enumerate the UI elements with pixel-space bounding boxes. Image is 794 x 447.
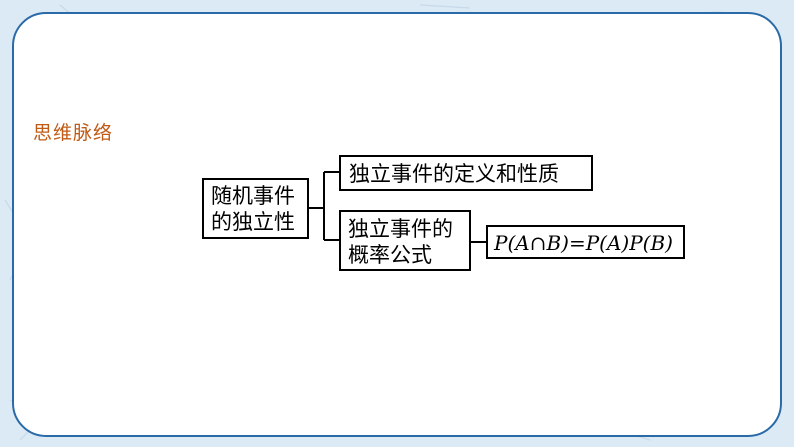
root-concept-box: 随机事件 的独立性 — [202, 178, 309, 239]
section-title: 思维脉络 — [33, 122, 114, 144]
probability-branch-line-1: 独立事件的 — [348, 217, 453, 241]
definition-branch-label: 独立事件的定义和性质 — [349, 162, 559, 186]
probability-formula-branch-box: 独立事件的 概率公式 — [339, 210, 471, 271]
definition-branch-box: 独立事件的定义和性质 — [339, 155, 593, 191]
root-concept-line-1: 随机事件 — [211, 184, 295, 208]
root-concept-line-2: 的独立性 — [211, 210, 295, 234]
formula-text: P(A∩B)=P(A)P(B) — [494, 231, 673, 255]
probability-branch-line-2: 概率公式 — [348, 243, 432, 267]
formula-box: P(A∩B)=P(A)P(B) — [486, 225, 685, 259]
